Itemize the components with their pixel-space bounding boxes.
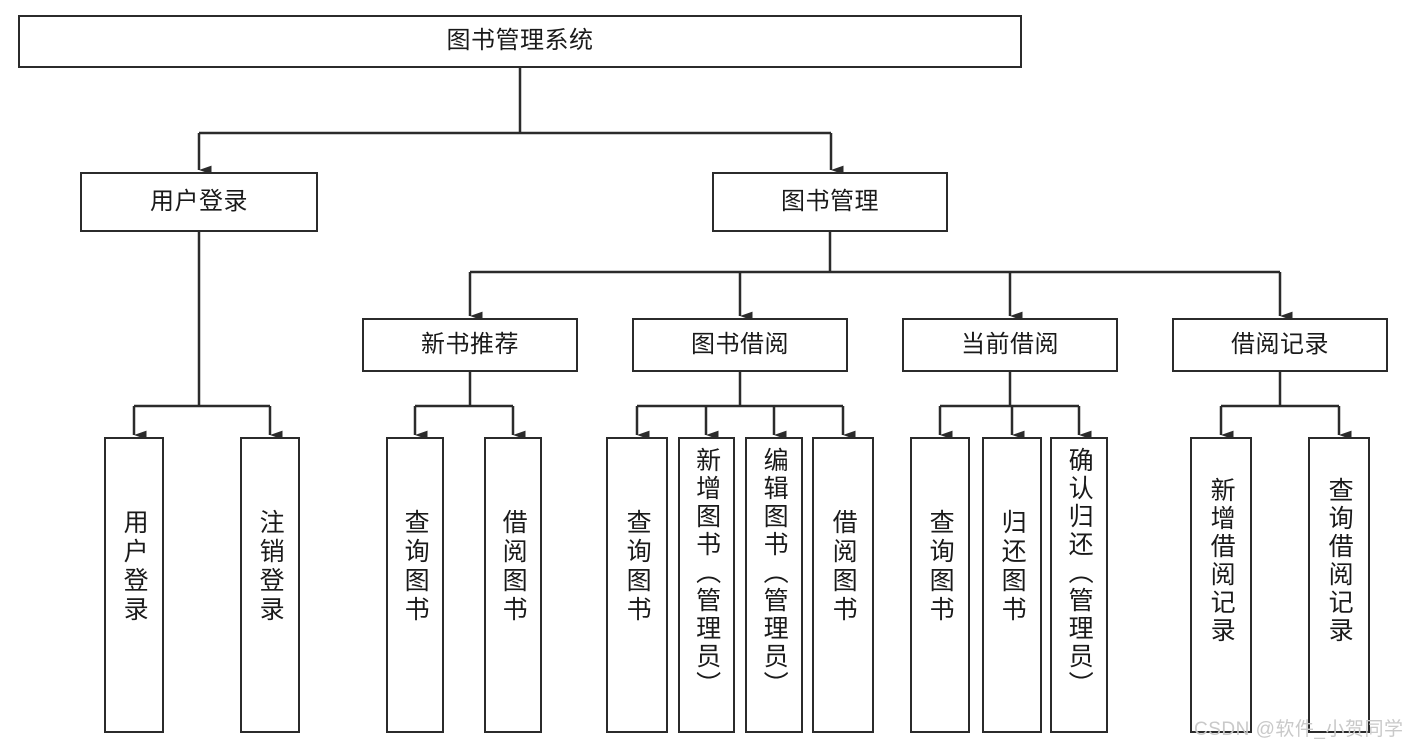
node-label: 新增图书（管理员） bbox=[692, 447, 721, 699]
node-label: 借阅图书 bbox=[829, 509, 858, 625]
node-label: 用户登录 bbox=[120, 509, 149, 625]
node-label: 归还图书 bbox=[998, 509, 1027, 625]
node-label: 编辑图书（管理员） bbox=[760, 447, 789, 699]
node-label: 图书管理 bbox=[781, 187, 879, 215]
node-label: 确认归还（管理员） bbox=[1065, 447, 1094, 699]
node-current-borrowing[interactable]: 当前借阅 bbox=[902, 318, 1118, 372]
leaf-user-login[interactable]: 用户登录 bbox=[104, 437, 164, 733]
node-label: 查询图书 bbox=[401, 509, 430, 625]
node-label: 查询图书 bbox=[926, 509, 955, 625]
leaf-logout[interactable]: 注销登录 bbox=[240, 437, 300, 733]
node-book-borrowing[interactable]: 图书借阅 bbox=[632, 318, 848, 372]
leaf-query-books-borrowing[interactable]: 查询图书 bbox=[606, 437, 668, 733]
leaf-add-book-admin[interactable]: 新增图书（管理员） bbox=[678, 437, 735, 733]
node-new-book-recommendation[interactable]: 新书推荐 bbox=[362, 318, 578, 372]
node-label: 图书借阅 bbox=[691, 330, 789, 358]
leaf-edit-book-admin[interactable]: 编辑图书（管理员） bbox=[745, 437, 803, 733]
node-root[interactable]: 图书管理系统 bbox=[18, 15, 1022, 68]
csdn-watermark: CSDN @软件_小贺同学 bbox=[1194, 719, 1404, 740]
node-label: 图书管理系统 bbox=[446, 27, 594, 55]
leaf-query-books-recommendation[interactable]: 查询图书 bbox=[386, 437, 444, 733]
leaf-add-borrowing-record[interactable]: 新增借阅记录 bbox=[1190, 437, 1252, 733]
leaf-borrow-books-recommendation[interactable]: 借阅图书 bbox=[484, 437, 542, 733]
node-label: 查询借阅记录 bbox=[1325, 477, 1354, 645]
node-user-login[interactable]: 用户登录 bbox=[80, 172, 318, 232]
node-label: 注销登录 bbox=[256, 509, 285, 625]
leaf-borrow-books-borrowing[interactable]: 借阅图书 bbox=[812, 437, 874, 733]
node-label: 借阅图书 bbox=[499, 509, 528, 625]
leaf-confirm-return-admin[interactable]: 确认归还（管理员） bbox=[1050, 437, 1108, 733]
node-borrowing-records[interactable]: 借阅记录 bbox=[1172, 318, 1388, 372]
node-label: 查询图书 bbox=[623, 509, 652, 625]
node-label: 新书推荐 bbox=[421, 330, 519, 358]
node-label: 新增借阅记录 bbox=[1207, 477, 1236, 645]
leaf-query-borrowing-record[interactable]: 查询借阅记录 bbox=[1308, 437, 1370, 733]
leaf-query-books-current[interactable]: 查询图书 bbox=[910, 437, 970, 733]
node-book-management[interactable]: 图书管理 bbox=[712, 172, 948, 232]
node-label: 用户登录 bbox=[150, 187, 248, 215]
node-label: 借阅记录 bbox=[1231, 330, 1329, 358]
node-label: 当前借阅 bbox=[961, 330, 1059, 358]
leaf-return-books[interactable]: 归还图书 bbox=[982, 437, 1042, 733]
